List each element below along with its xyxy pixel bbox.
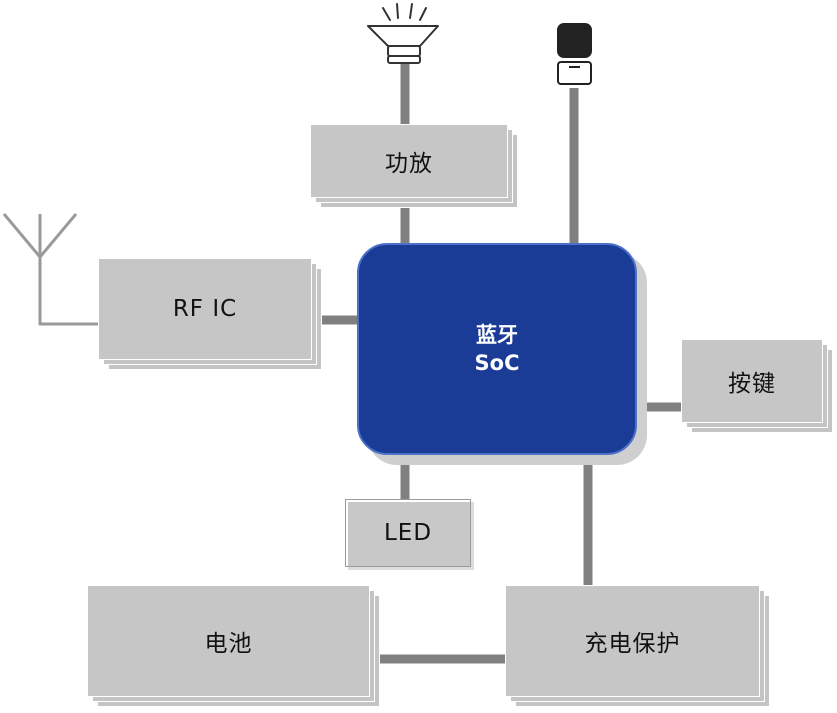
led-label: LED <box>383 520 433 546</box>
speaker-icon <box>367 3 439 64</box>
led-block: LED <box>345 499 471 567</box>
rf-ic-block: RF IC <box>98 258 322 370</box>
antenna-icon <box>2 213 100 326</box>
rf-ic-label: RF IC <box>172 296 238 322</box>
charge-protect-block: 充电保护 <box>505 585 770 707</box>
battery-block: 电池 <box>87 585 380 707</box>
charge-protect-label: 充电保护 <box>584 631 681 657</box>
bluetooth-soc-block: 蓝牙 SoC <box>357 243 637 455</box>
soc-label-line1: 蓝牙 <box>476 323 518 347</box>
amplifier-block: 功放 <box>310 124 518 208</box>
amplifier-label: 功放 <box>385 151 433 177</box>
keys-block: 按键 <box>681 339 833 433</box>
soc-label-line2: SoC <box>474 351 520 375</box>
battery-label: 电池 <box>204 631 253 657</box>
microphone-icon <box>557 23 592 85</box>
keys-label: 按键 <box>728 371 776 397</box>
